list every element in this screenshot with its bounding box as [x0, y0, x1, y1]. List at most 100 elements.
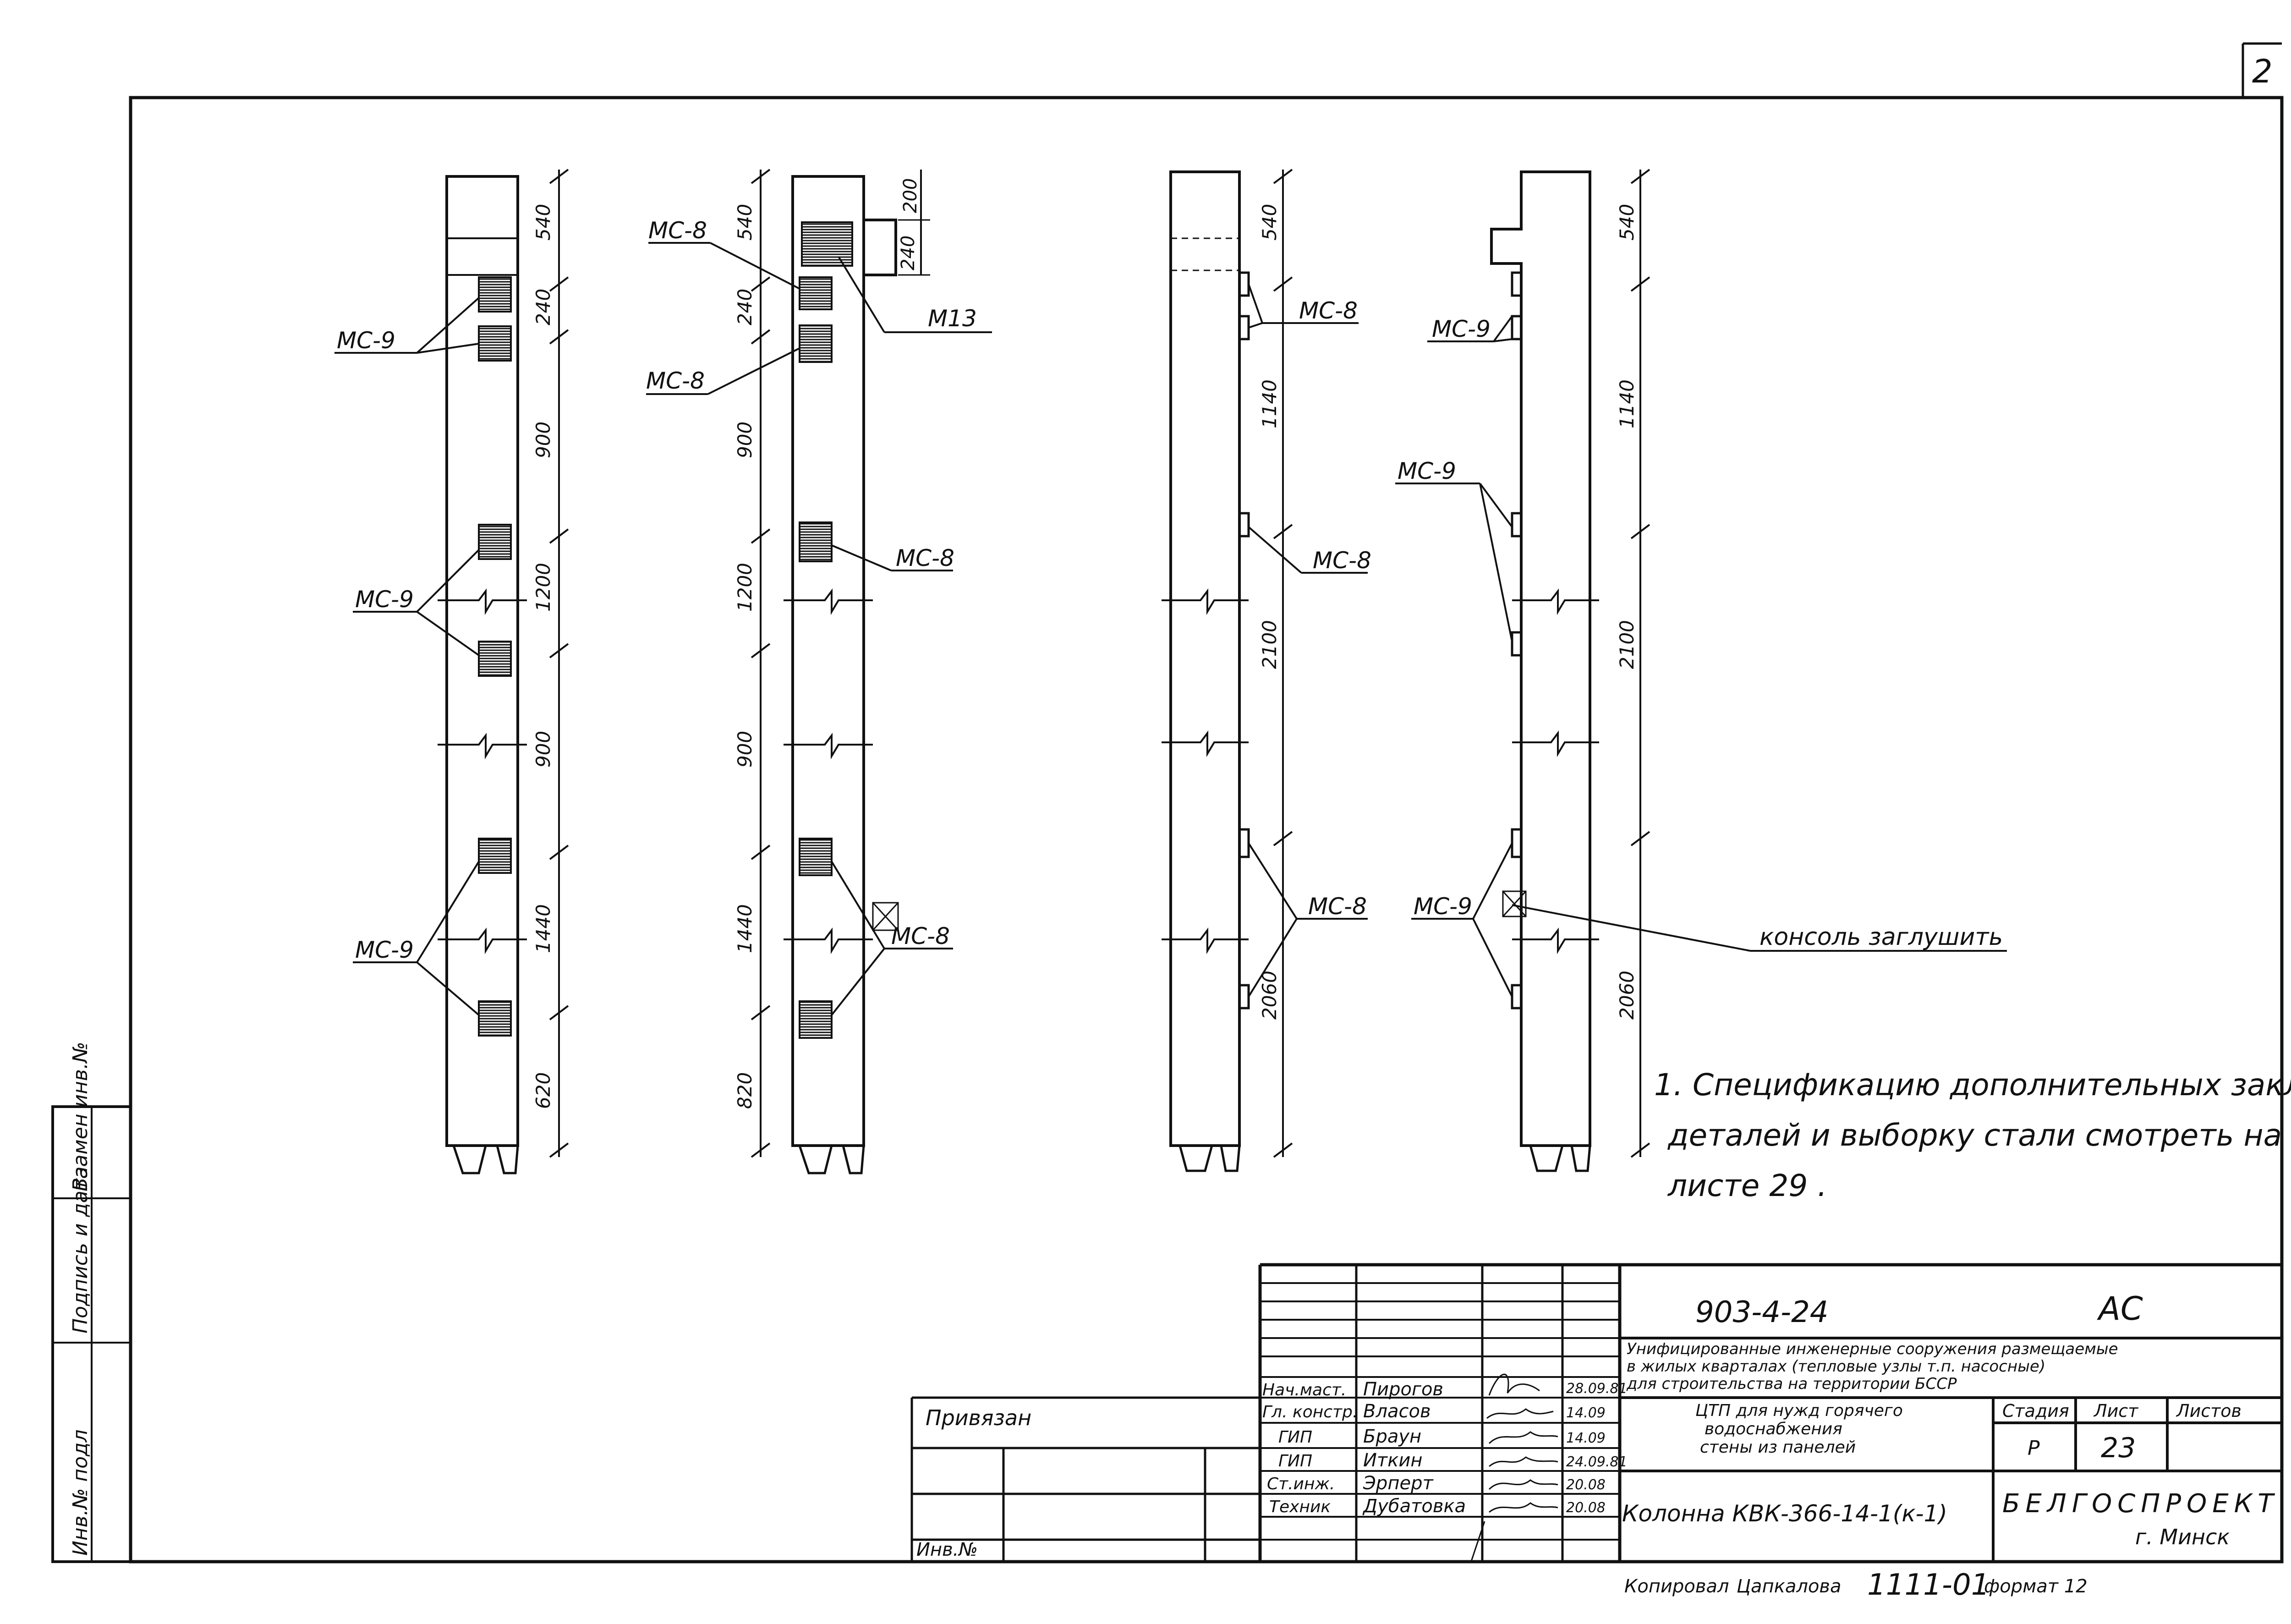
- side-stamp-replace: Взамен инв.№: [69, 1042, 92, 1191]
- label-mc9: МС-9: [1432, 316, 1491, 342]
- sheet-header: Лист: [2093, 1401, 2139, 1421]
- plate-mc8: [799, 1000, 833, 1039]
- staff-name: Иткин: [1363, 1450, 1423, 1471]
- dim: 540: [1258, 204, 1281, 241]
- dim: 540: [734, 204, 756, 241]
- dim: 1140: [1616, 379, 1638, 428]
- dim: 620: [532, 1072, 554, 1109]
- console-note: консоль заглушить: [1759, 923, 2003, 951]
- stage-header: Стадия: [2002, 1401, 2069, 1421]
- side-stamp: Инв.№ подл Подпись и дата Взамен инв.№: [51, 1042, 132, 1563]
- dim: 900: [532, 422, 554, 458]
- label-mc8: МС-8: [891, 923, 950, 949]
- staff-role: ГИП: [1278, 1452, 1312, 1470]
- drawing-name: Колонна КВК-366-14-1(к-1): [1622, 1500, 1947, 1527]
- general-note: 1. Спецификацию дополнительных закладных…: [1654, 1067, 2291, 1203]
- sheets-header: Листов: [2176, 1401, 2242, 1421]
- org-name: БЕЛГОСПРОЕКТ: [2002, 1489, 2279, 1519]
- footer-format: формат 12: [1984, 1576, 2088, 1597]
- staff-name: Эрперт: [1363, 1473, 1434, 1494]
- corner-mark: [2242, 42, 2282, 96]
- staff-name: Браун: [1363, 1426, 1421, 1447]
- dim: 1140: [1258, 379, 1281, 428]
- plate-mc9: [478, 524, 512, 560]
- note-line-2: деталей и выборку стали смотреть на: [1667, 1118, 2282, 1153]
- staff-role: Техник: [1269, 1498, 1331, 1516]
- project-line-3: для строительства на территории БССР: [1626, 1375, 1957, 1393]
- signatures: [1470, 1373, 1558, 1563]
- label-mc8: МС-8: [1308, 893, 1367, 920]
- staff-name: Дубатовка: [1362, 1496, 1466, 1517]
- footer-code: 1111-01: [1867, 1568, 1990, 1602]
- staff-name: Власов: [1363, 1401, 1431, 1422]
- dim: 540: [1616, 204, 1638, 241]
- column-1: 540 240 900 1200 900 1440 620 МС-9 МС-9 …: [334, 169, 569, 1174]
- plate-mc8: [799, 838, 833, 876]
- dim: 900: [532, 731, 554, 768]
- project-line-2: в жилых кварталах (тепловые узлы т.п. на…: [1627, 1357, 2045, 1376]
- column-4: 540 1140 2100 2060 МС-9 МС-9 МС-9 консол…: [1395, 169, 2007, 1172]
- dim: 900: [734, 422, 756, 458]
- footer-copier: Цапкалова: [1737, 1576, 1842, 1597]
- staff-role: Гл. констр.: [1262, 1403, 1358, 1421]
- label-mc8: МС-8: [1299, 297, 1358, 324]
- label-m13: М13: [928, 305, 977, 332]
- dim: 2060: [1258, 971, 1281, 1020]
- staff-date: 20.08: [1566, 1500, 1606, 1516]
- label-mc9: МС-9: [1414, 893, 1472, 920]
- column-3: 540 1140 2100 2060 МС-8 МС-8 МС-8: [1162, 169, 1371, 1172]
- dim: 1200: [532, 563, 554, 612]
- side-stamp-inv: Инв.№ подл: [69, 1429, 92, 1556]
- staff-date: 28.09.81: [1566, 1381, 1628, 1397]
- dim: 820: [734, 1072, 756, 1109]
- sheet-title-3: стены из панелей: [1700, 1438, 1856, 1457]
- dim: 1440: [532, 904, 554, 953]
- staff-role: Ст.инж.: [1267, 1475, 1335, 1493]
- note-line-3: листе 29 .: [1667, 1168, 1827, 1203]
- side-stamp-sign: Подпись и дата: [69, 1167, 92, 1333]
- label-mc9: МС-9: [337, 327, 395, 354]
- inv-label: Инв.№: [916, 1539, 978, 1560]
- plate-mc8: [799, 521, 833, 562]
- sheet-corner-number: 2: [2252, 53, 2273, 90]
- label-mc8: МС-8: [896, 545, 954, 571]
- label-mc8: МС-8: [646, 368, 705, 394]
- dim: 2100: [1616, 620, 1638, 669]
- section-code: АС: [2097, 1290, 2143, 1328]
- dim: 240: [734, 289, 756, 325]
- staff-date: 20.08: [1566, 1477, 1606, 1493]
- plate-mc9: [478, 838, 512, 874]
- label-mc8: МС-8: [1313, 547, 1371, 574]
- plate-mc8: [799, 276, 833, 310]
- title-block: Привязан Инв.№ Нач.маст. Гл. констр. ГИП…: [910, 1263, 2282, 1563]
- sheet-title-1: ЦТП для нужд горячего: [1695, 1401, 1903, 1420]
- plate-mc8: [799, 324, 833, 363]
- binding-label: Привязан: [926, 1405, 1031, 1430]
- staff-role: ГИП: [1278, 1428, 1312, 1447]
- dim: 2100: [1258, 620, 1281, 669]
- sheet-title-2: водоснабжения: [1705, 1420, 1842, 1438]
- sheet-value: 23: [2101, 1432, 2136, 1464]
- label-mc9: МС-9: [355, 586, 414, 613]
- org-city: г. Минск: [2135, 1525, 2230, 1549]
- dim: 200: [900, 178, 921, 213]
- plate-m13: [801, 221, 853, 267]
- dim: 1200: [734, 563, 756, 612]
- staff-date: 24.09.81: [1566, 1454, 1628, 1470]
- staff-date: 14.09: [1566, 1405, 1606, 1421]
- plate-mc9: [478, 641, 512, 677]
- staff-role: Нач.маст.: [1262, 1381, 1346, 1399]
- footer-copied: Копировал: [1624, 1576, 1729, 1597]
- staff-name: Пирогов: [1363, 1379, 1443, 1400]
- column-2: 540 240 900 1200 900 1440 820 200 240 МС…: [646, 169, 992, 1174]
- dim: 540: [532, 204, 554, 241]
- dim: 240: [898, 236, 919, 270]
- note-line-1: 1. Спецификацию дополнительных закладных: [1654, 1067, 2291, 1103]
- stage-value: Р: [2028, 1437, 2040, 1460]
- plate-mc9: [478, 325, 512, 362]
- label-mc9: МС-9: [1398, 458, 1456, 484]
- dim: 900: [734, 731, 756, 768]
- dim: 240: [532, 289, 554, 325]
- dim: 2060: [1616, 971, 1638, 1020]
